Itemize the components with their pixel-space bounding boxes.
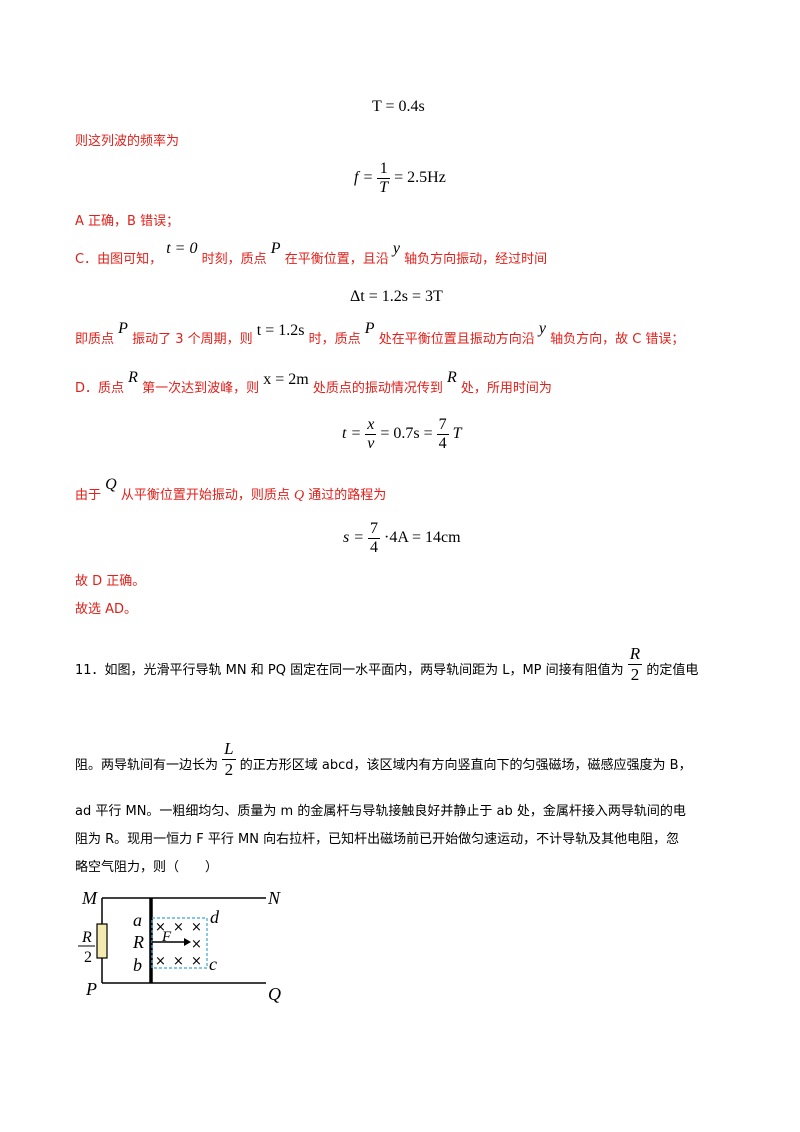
label-c: c xyxy=(209,954,217,974)
force-arrowhead xyxy=(184,938,191,946)
svg-text:×: × xyxy=(173,920,184,935)
text-option-d: D．质点 R 第一次达到波峰，则 x = 2m 处质点的振动情况传到 R 处，所… xyxy=(75,369,552,396)
svg-text:×: × xyxy=(173,954,184,969)
svg-text:×: × xyxy=(155,920,166,935)
svg-text:×: × xyxy=(155,954,166,969)
question-11-line-1: 11．如图，光滑平行导轨 MN 和 PQ 固定在同一水平面内，两导轨间距为 L，… xyxy=(75,644,699,684)
text-period-analysis: 即质点 P 振动了 3 个周期，则 t = 1.2s 时，质点 P 处在平衡位置… xyxy=(75,320,685,347)
label-resistor-num: R xyxy=(81,929,92,946)
equation-delta-t: Δt = 1.2s = 3T xyxy=(350,288,443,305)
svg-text:×: × xyxy=(191,954,202,969)
circuit-figure: M N P Q a b d c R F R 2 × × × × × × × xyxy=(78,888,281,1004)
label-M: M xyxy=(81,888,98,908)
label-b: b xyxy=(133,955,142,975)
label-rod-resistance: R xyxy=(132,932,144,952)
label-N: N xyxy=(267,888,281,908)
text-answer: 故选 AD。 xyxy=(75,602,138,617)
label-Q: Q xyxy=(268,984,281,1004)
label-a: a xyxy=(133,910,142,930)
label-resistor-den: 2 xyxy=(84,949,92,966)
equation-period: T = 0.4s xyxy=(372,98,425,115)
magnetic-field-region xyxy=(151,917,208,969)
text-ab-judgement: A 正确，B 错误； xyxy=(75,214,180,229)
field-crosses: × × × × × × × xyxy=(155,920,202,969)
question-11-line-3: ad 平行 MN。一粗细均匀、质量为 m 的金属杆与导轨接触良好并静止于 ab … xyxy=(75,804,686,819)
label-force: F xyxy=(161,929,172,945)
svg-text:×: × xyxy=(191,937,202,952)
svg-text:×: × xyxy=(191,920,202,935)
question-11-line-4: 阻为 R。现用一恒力 F 平行 MN 向右拉杆，已知杆出磁场前已开始做匀速运动，… xyxy=(75,832,680,847)
label-P: P xyxy=(85,979,97,999)
text-d-correct: 故 D 正确。 xyxy=(75,574,146,589)
text-option-c: C．由图可知， t = 0 时刻，质点 P 在平衡位置，且沿 y 轴负方向振动，… xyxy=(75,240,548,267)
label-d: d xyxy=(210,907,220,927)
question-11-line-5: 略空气阻力，则（ ） xyxy=(75,860,219,875)
text-frequency-intro: 则这列波的频率为 xyxy=(75,134,180,149)
resistor xyxy=(96,923,108,959)
text-q-motion: 由于 Q 从平衡位置开始振动，则质点 Q 通过的路程为 xyxy=(75,476,387,503)
